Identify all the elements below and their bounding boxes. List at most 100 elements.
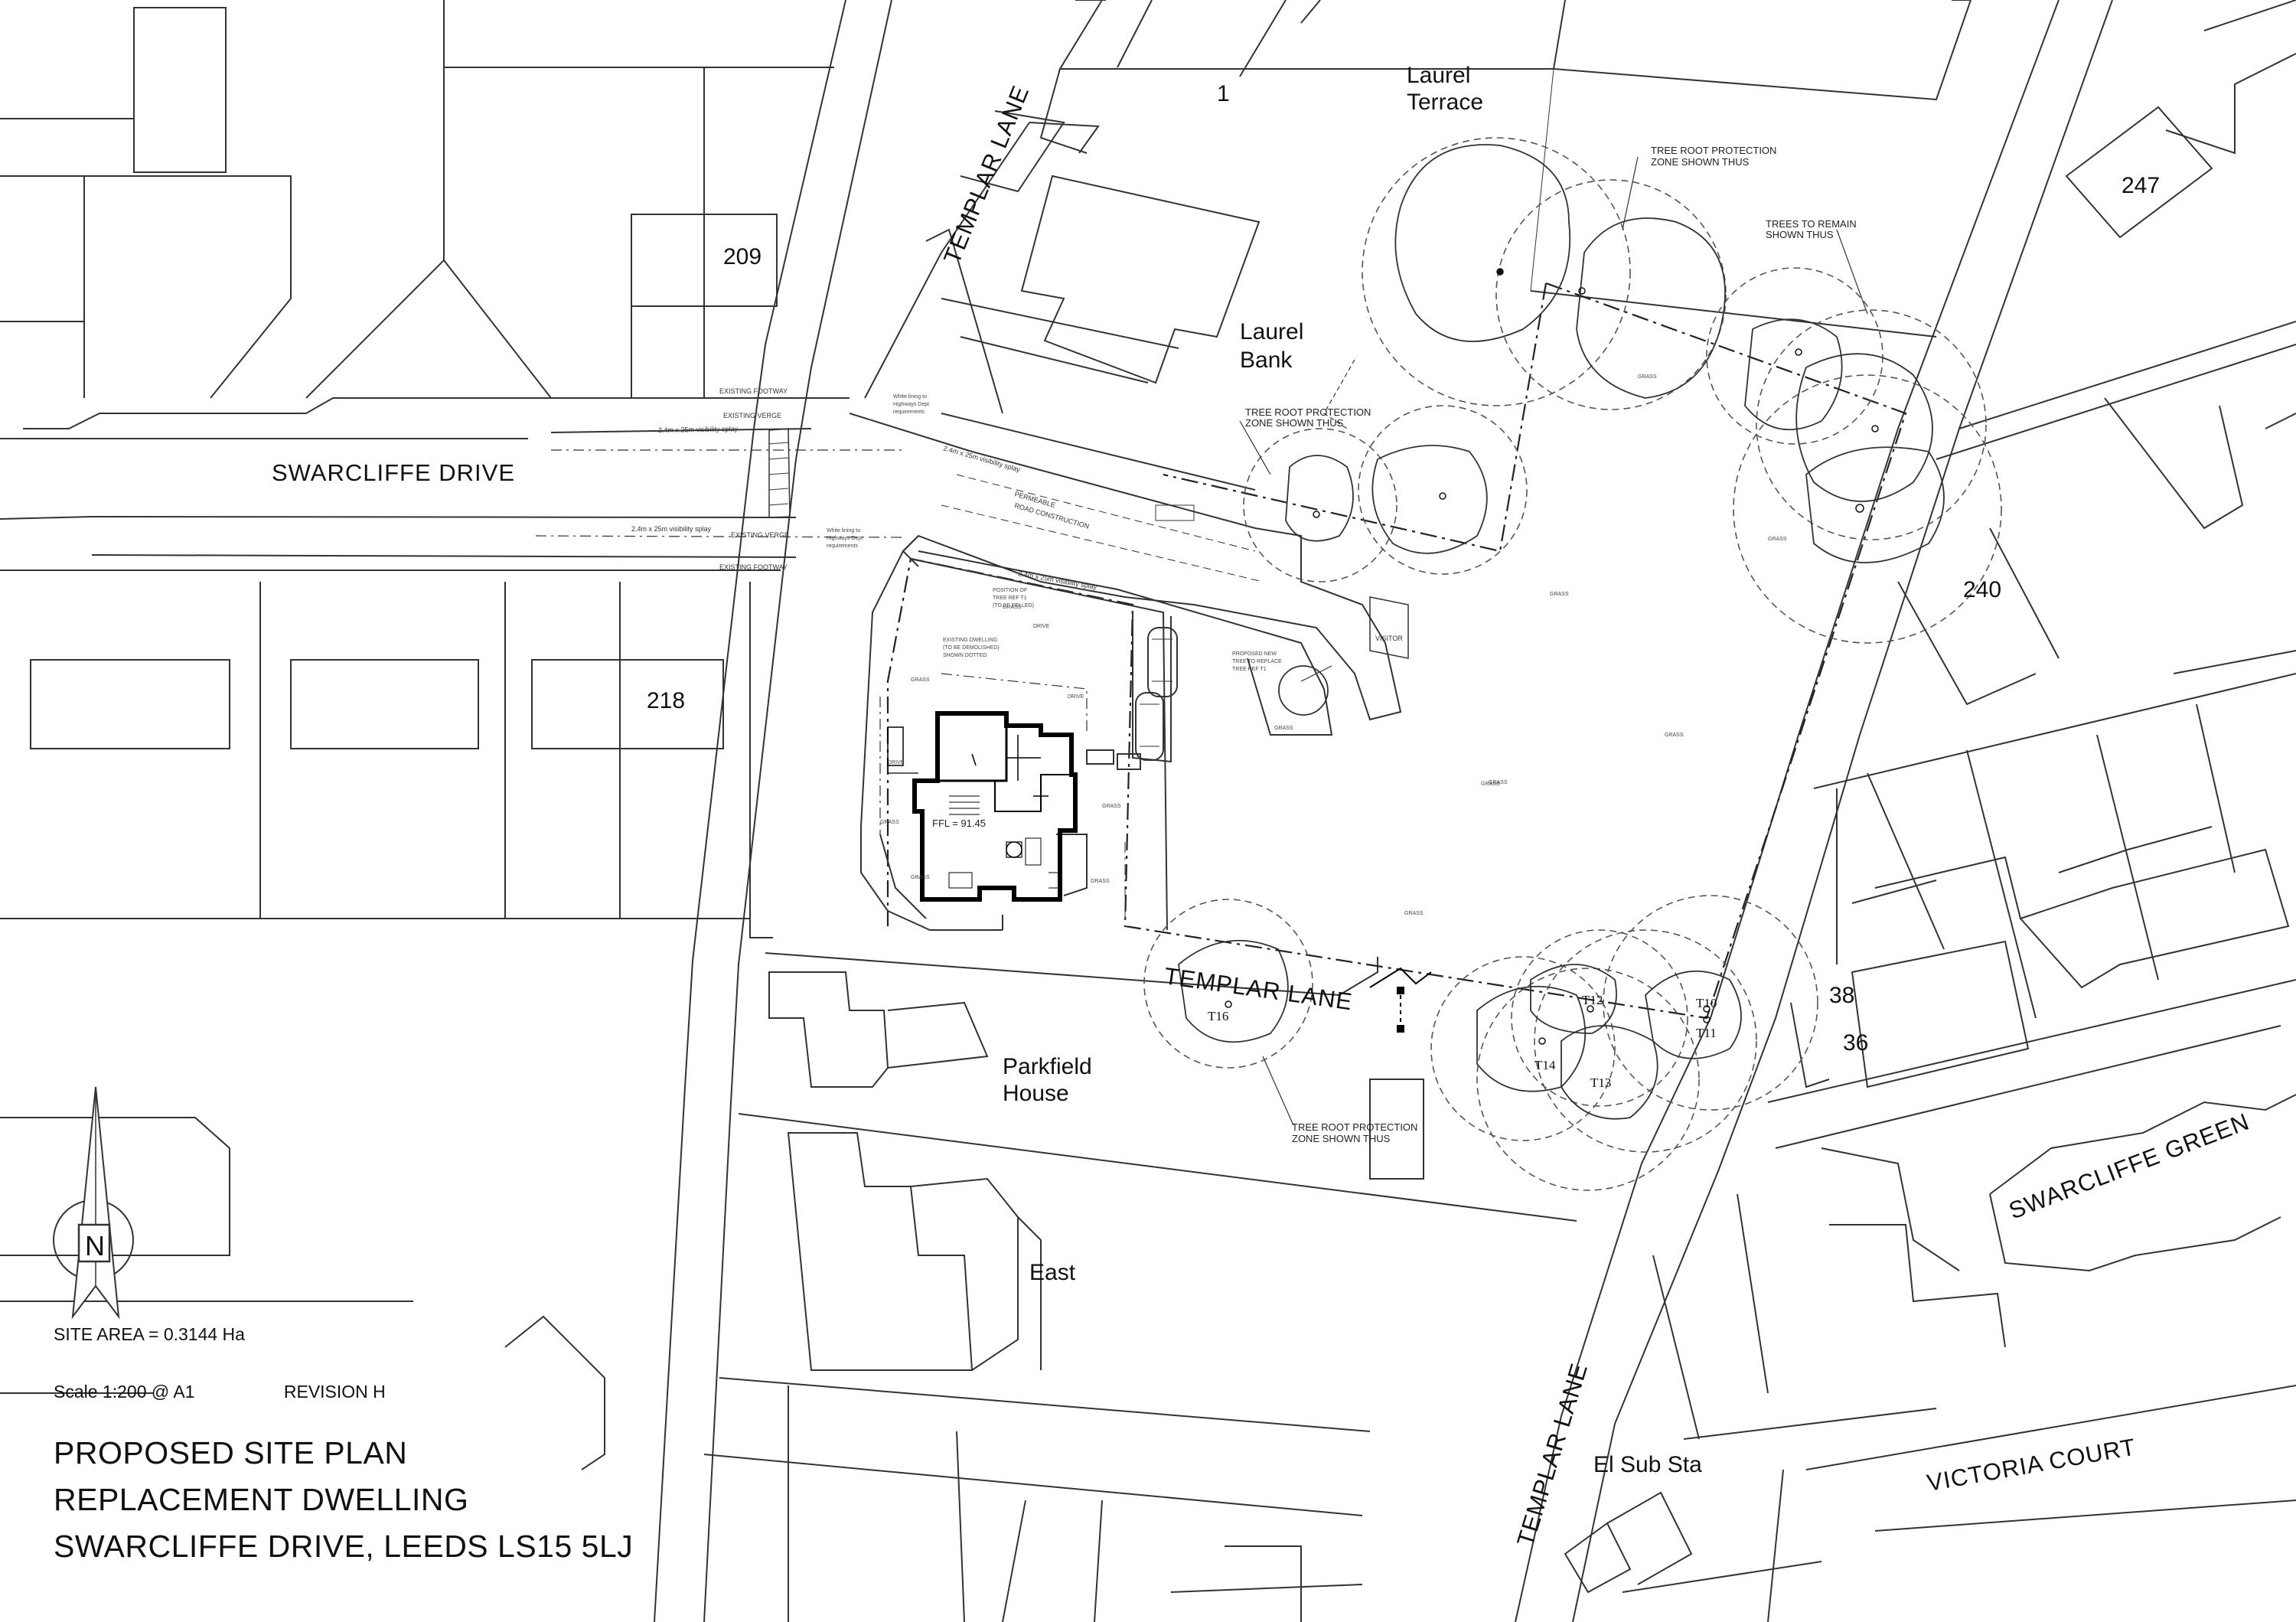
scale-text: Scale 1:200 @ A1 — [54, 1382, 195, 1402]
existing-verge-top: EXISTING VERGE — [723, 412, 781, 419]
grass-label-10: GRASS — [880, 820, 899, 825]
drive-label-3: DRIVE — [888, 760, 905, 765]
plots-left — [0, 582, 773, 1470]
trpz-note-bot-1: TREE ROOT PROTECTION — [1292, 1121, 1417, 1133]
grass-label-11: GRASS — [1091, 879, 1110, 884]
ffl-label: FFL = 91.45 — [932, 818, 986, 829]
east-label: East — [1029, 1260, 1076, 1285]
title-block: SITE AREA = 0.3144 Ha Scale 1:200 @ A1 R… — [54, 1324, 633, 1570]
el-sub-sta-label: El Sub Sta — [1593, 1452, 1702, 1477]
trpz-note-top-2: ZONE SHOWN THUS — [1651, 156, 1750, 168]
plots-top-left — [0, 0, 834, 399]
grass-label-5: GRASS — [1481, 782, 1500, 787]
grass-label-13: GRASS — [1003, 605, 1022, 610]
swarcliffe-drive-label: SWARCLIFFE DRIVE — [272, 459, 515, 486]
grass-label-14: GRASS — [911, 875, 930, 880]
plots-right — [1622, 673, 2296, 1622]
laurel-terrace-label-2: Terrace — [1407, 90, 1483, 115]
tree-t12-label: T12 — [1582, 993, 1603, 1007]
house-209-label: 209 — [723, 244, 762, 269]
victoria-court-label: VICTORIA COURT — [1925, 1433, 2138, 1496]
trees-remain-note-1: TREES TO REMAIN — [1766, 218, 1857, 230]
position-tree-1: POSITION OF — [993, 588, 1027, 593]
drawing-title-2: REPLACEMENT DWELLING — [54, 1482, 469, 1517]
tree-labels: T16 T12 T10 T11 T14 T13 — [1208, 993, 1717, 1090]
tree-t13-label: T13 — [1590, 1075, 1611, 1090]
parkfield-house-label-2: House — [1003, 1081, 1069, 1106]
plots-lower-middle — [703, 952, 1693, 1622]
visibility-splay-drive: 2.4m x 25m visibility splay — [942, 444, 1021, 473]
site-area-text: SITE AREA = 0.3144 Ha — [54, 1324, 245, 1344]
grass-label-4: GRASS — [1665, 733, 1684, 738]
proposed-tree-1: PROPOSED NEW — [1232, 651, 1277, 657]
existing-dwelling-1: EXISTING DWELLING — [943, 638, 997, 643]
house-247-label: 247 — [2122, 173, 2160, 198]
laurel-bank-label-1: Laurel — [1240, 319, 1303, 344]
drawing-title-1: PROPOSED SITE PLAN — [54, 1435, 408, 1470]
trpz-note-mid-2: ZONE SHOWN THUS — [1245, 417, 1344, 429]
grass-label-7: GRASS — [1404, 911, 1424, 916]
position-tree-3: (TO BE FELLED) — [993, 603, 1034, 609]
house-240-label: 240 — [1963, 577, 2001, 602]
existing-dwelling-3: SHOWN DOTTED — [943, 653, 987, 658]
templar-lane-label-top: TEMPLAR LANE — [938, 82, 1034, 268]
site-access-road — [849, 413, 1409, 931]
existing-footway-bottom: EXISTING FOOTWAY — [719, 563, 788, 571]
existing-dwelling-2: (TO BE DEMOLISHED) — [943, 645, 1000, 651]
drawing-title-3: SWARCLIFFE DRIVE, LEEDS LS15 5LJ — [54, 1529, 634, 1564]
white-lining-b3: requirements — [827, 543, 858, 549]
grass-label-6: GRASS — [1489, 780, 1508, 785]
grass-label-3: GRASS — [1768, 537, 1787, 542]
parkfield-house-label-1: Parkfield — [1003, 1054, 1092, 1079]
tree-t10-label: T10 — [1696, 996, 1717, 1010]
swarcliffe-drive-edges — [0, 397, 904, 571]
visibility-splay-top: 2.4m x 25m visibility splay — [658, 425, 739, 434]
trpz-note-bot-2: ZONE SHOWN THUS — [1292, 1133, 1391, 1144]
white-lining-b1: White lining to — [827, 528, 860, 534]
house-38-label: 38 — [1829, 983, 1854, 1008]
laurel-terrace-label-1: Laurel — [1407, 63, 1470, 88]
visitor-label: VISITOR — [1375, 635, 1403, 642]
north-arrow — [53, 1086, 134, 1320]
plots-top-middle — [864, 0, 1971, 491]
proposed-tree-3: TREE REF T1 — [1232, 667, 1267, 672]
house-218-label: 218 — [647, 688, 685, 713]
position-tree-2: TREE REF T1 — [993, 596, 1027, 601]
north-arrow-letter: N — [85, 1230, 105, 1261]
visibility-splay-bottom: 2.4m x 25m visibility splay — [631, 525, 712, 533]
visibility-splay-site: 2.4m x 25m visibility splay — [1018, 569, 1098, 591]
tree-trunks — [1225, 268, 1879, 1045]
house-1-label: 1 — [1217, 81, 1230, 106]
grass-label-9: GRASS — [911, 677, 930, 683]
leader-lines — [1239, 156, 1868, 1126]
proposed-tree-2: TREE TO REPLACE — [1232, 659, 1282, 664]
drive-label-2: DRIVE — [1033, 624, 1050, 629]
tree-t16-label: T16 — [1208, 1009, 1228, 1023]
revision-text: REVISION H — [283, 1382, 386, 1402]
tree-t14-label: T14 — [1534, 1058, 1556, 1072]
drive-label-1: DRIVE — [1068, 694, 1084, 700]
grass-label-12: GRASS — [1102, 804, 1121, 809]
garden-boundary — [860, 535, 1126, 931]
building-labels: 1 Laurel Terrace Laurel Bank 209 218 247… — [647, 63, 2160, 1477]
boundary-markers — [1369, 967, 1432, 1033]
templar-lane-label-middle: TEMPLAR LANE — [1163, 962, 1354, 1015]
trpz-note-top-1: TREE ROOT PROTECTION — [1651, 145, 1776, 156]
plots-top-right — [1897, 0, 2296, 706]
existing-footway-top: EXISTING FOOTWAY — [719, 387, 788, 395]
parking-bays — [1086, 612, 1178, 770]
existing-verge-bottom: EXISTING VERGE — [731, 531, 789, 539]
site-boundary — [886, 282, 1907, 1020]
templar-lane-label-bottom: TEMPLAR LANE — [1512, 1360, 1593, 1549]
white-lining-1: White lining to — [893, 394, 927, 400]
white-lining-3: requirements — [893, 410, 925, 415]
grass-label-1: GRASS — [1638, 374, 1657, 380]
white-lining-b2: Highways Dept — [827, 536, 863, 541]
house-36-label: 36 — [1843, 1030, 1868, 1056]
grass-label-8: GRASS — [1274, 726, 1293, 731]
tree-canopies — [1178, 144, 1945, 1120]
laurel-bank-label-2: Bank — [1240, 348, 1293, 373]
proposed-dwelling — [887, 711, 1078, 902]
tree-t11-label: T11 — [1696, 1026, 1717, 1040]
